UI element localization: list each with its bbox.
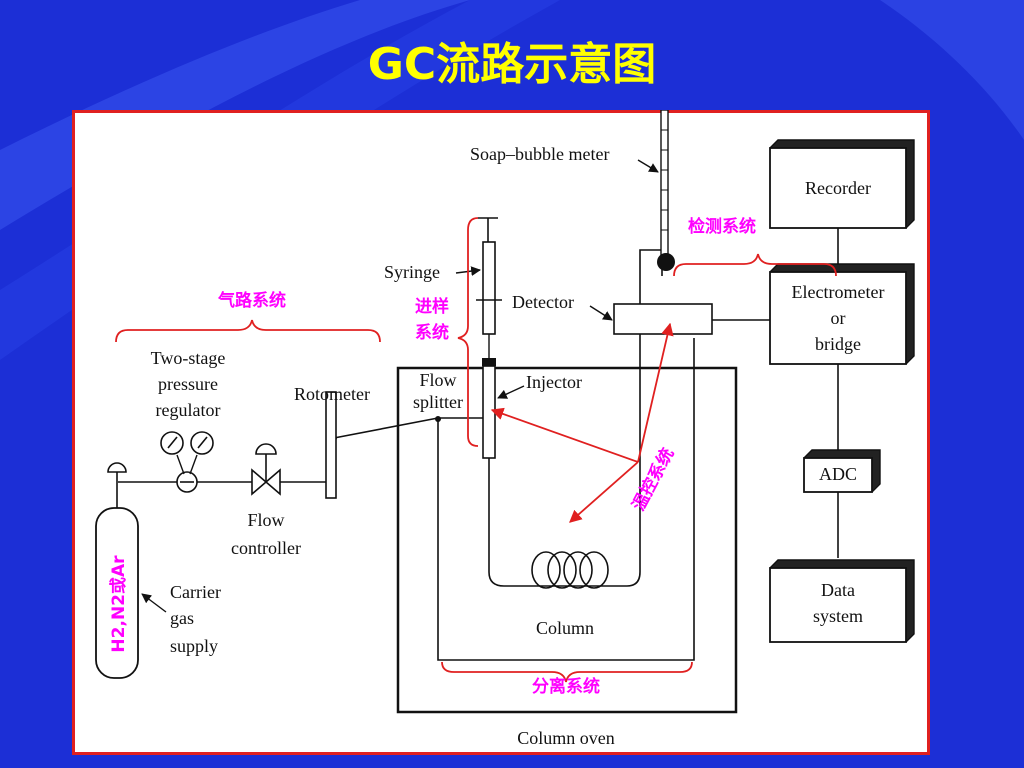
flow-controller-valve bbox=[251, 443, 281, 496]
syringe-label: Syringe bbox=[384, 262, 440, 282]
soap-bubble-meter-label: Soap–bubble meter bbox=[470, 144, 609, 164]
flow-splitter-label-1: Flow bbox=[419, 370, 456, 390]
carrier-pointer bbox=[141, 593, 167, 613]
flow-controller-label-1: Flow bbox=[247, 510, 284, 530]
data-system-label-1: Data bbox=[821, 580, 855, 600]
soap-meter-pointer bbox=[637, 159, 659, 173]
column bbox=[488, 320, 641, 589]
separation-brace bbox=[441, 661, 693, 683]
flow-controller-label-2: controller bbox=[231, 538, 301, 558]
two-stage-label: Two-stage bbox=[151, 348, 226, 368]
detector-label: Detector bbox=[512, 292, 574, 312]
adc-label: ADC bbox=[819, 464, 857, 484]
gas-path-brace bbox=[115, 319, 381, 343]
gas-types-label: H2,N2或Ar bbox=[108, 555, 129, 653]
slide-title: GC流路示意图 bbox=[367, 39, 657, 90]
separation-frame bbox=[437, 338, 695, 661]
injector-label: Injector bbox=[526, 372, 582, 392]
injection-brace bbox=[457, 217, 479, 447]
injection-system-label-1: 进样 bbox=[415, 296, 449, 317]
gas-path-system-label: 气路系统 bbox=[217, 290, 286, 311]
rotometer-label: Rotometer bbox=[294, 384, 370, 404]
gas-line-rotometer-out bbox=[333, 417, 439, 439]
electrometer-label: Electrometer bbox=[792, 282, 885, 302]
separation-system-label: 分离系统 bbox=[532, 676, 600, 697]
data-system-label-2: system bbox=[813, 606, 863, 626]
temperature-control-label: 温控系统 bbox=[628, 444, 678, 514]
flow-splitter-label-2: splitter bbox=[413, 392, 463, 412]
detection-system-label: 检测系统 bbox=[688, 216, 756, 237]
recorder-label: Recorder bbox=[805, 178, 871, 198]
electrometer-bridge-label: bridge bbox=[815, 334, 861, 354]
soap-bubble-meter bbox=[657, 110, 675, 271]
injector bbox=[482, 365, 496, 550]
pressure-regulator bbox=[160, 431, 214, 493]
pressure-label: pressure bbox=[158, 374, 218, 394]
injector-pointer bbox=[497, 385, 525, 399]
gc-flow-diagram: Soap–bubble meter Recorder Syringe Detec… bbox=[95, 110, 915, 748]
syringe bbox=[476, 217, 502, 366]
recorder-box bbox=[769, 139, 915, 229]
data-system-box bbox=[769, 559, 915, 643]
adc-box bbox=[803, 449, 881, 493]
carrier-label-3: supply bbox=[170, 636, 218, 656]
column-oven-label: Column oven bbox=[517, 728, 615, 748]
carrier-label-2: gas bbox=[170, 608, 194, 628]
detection-brace bbox=[673, 253, 837, 277]
temp-arrow-injector bbox=[490, 407, 639, 463]
gas-cylinder bbox=[95, 462, 139, 679]
split-node bbox=[435, 416, 441, 422]
temp-arrow-column bbox=[569, 461, 639, 523]
rotometer-tube bbox=[325, 391, 337, 499]
electrometer-box bbox=[769, 263, 915, 365]
injection-system-label-2: 系统 bbox=[415, 322, 449, 343]
temp-arrow-detector bbox=[637, 322, 674, 463]
column-oven-box bbox=[396, 366, 738, 714]
regulator-label: regulator bbox=[156, 400, 221, 420]
electrometer-or-label: or bbox=[831, 308, 846, 328]
detector-pointer bbox=[589, 305, 613, 321]
carrier-label-1: Carrier bbox=[170, 582, 221, 602]
column-label: Column bbox=[536, 618, 594, 638]
detector-box bbox=[613, 303, 713, 335]
